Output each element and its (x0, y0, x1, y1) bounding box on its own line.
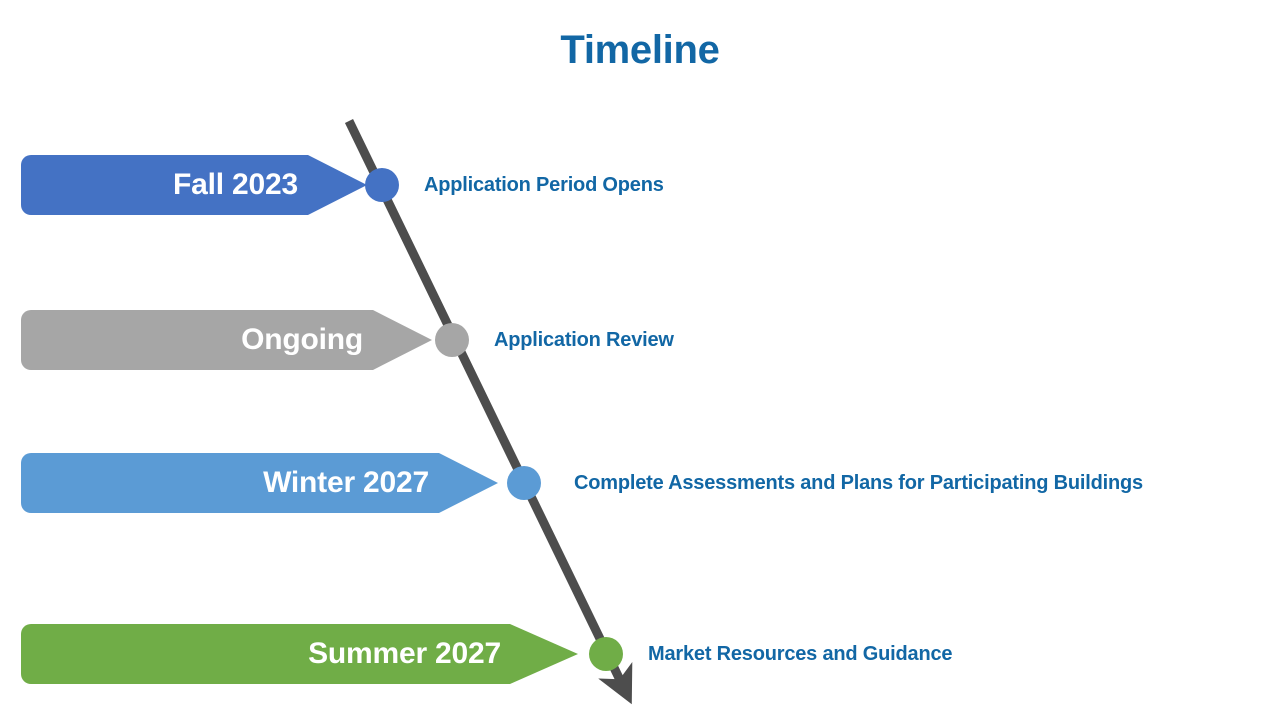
page-title: Timeline (560, 28, 720, 72)
milestone-marker[interactable] (435, 323, 469, 357)
period-bar-shape (21, 310, 432, 370)
period-label: Winter 2027 (263, 466, 429, 499)
period-label: Fall 2023 (173, 168, 298, 201)
timeline-row: Winter 2027 Complete Assessments and Pla… (0, 453, 1280, 517)
period-bar-shape (21, 453, 498, 513)
period-label: Summer 2027 (308, 637, 501, 670)
timeline-row: Summer 2027 Market Resources and Guidanc… (0, 624, 1280, 688)
milestone-marker[interactable] (365, 168, 399, 202)
timeline-row: Fall 2023 Application Period Opens (0, 155, 1280, 219)
event-label: Application Period Opens (424, 174, 664, 196)
milestone-marker[interactable] (589, 637, 623, 671)
event-label: Application Review (494, 329, 674, 351)
period-bar-shape (21, 155, 367, 215)
period-label: Ongoing (241, 323, 363, 356)
period-bar-shape (21, 624, 578, 684)
milestone-marker[interactable] (507, 466, 541, 500)
event-label: Market Resources and Guidance (648, 643, 953, 665)
timeline-row: Ongoing Application Review (0, 310, 1280, 374)
event-label: Complete Assessments and Plans for Parti… (574, 472, 1143, 494)
